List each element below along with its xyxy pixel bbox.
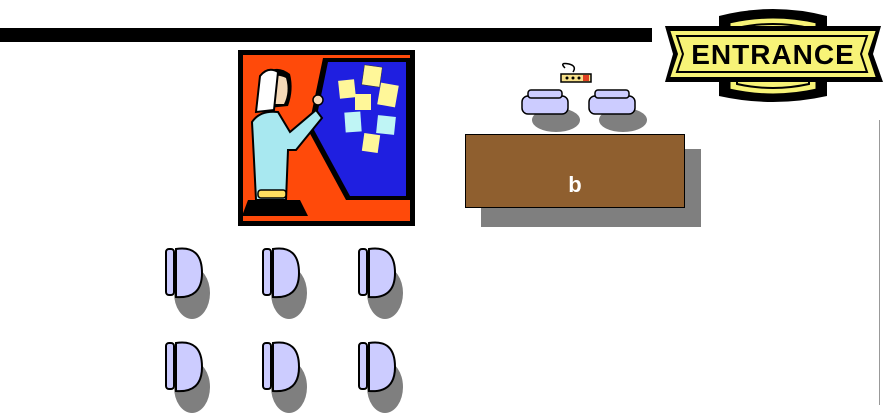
entrance-label: ENTRANCE <box>691 39 855 70</box>
chair-icon <box>162 243 222 323</box>
chair-icon <box>162 337 222 417</box>
presenter-at-board-icon <box>238 50 415 226</box>
chair-icon <box>259 337 319 417</box>
table: b <box>465 134 685 208</box>
entrance-sign-icon: ENTRANCE <box>655 8 891 104</box>
chair-icon <box>355 337 415 417</box>
table-label: b <box>568 172 581 198</box>
projector-icon <box>518 86 584 134</box>
chair-icon <box>355 243 415 323</box>
wall-line <box>0 28 652 42</box>
power-strip-icon <box>557 62 593 86</box>
chair-icon <box>259 243 319 323</box>
projector-icon <box>585 86 651 134</box>
right-wall <box>879 120 891 405</box>
